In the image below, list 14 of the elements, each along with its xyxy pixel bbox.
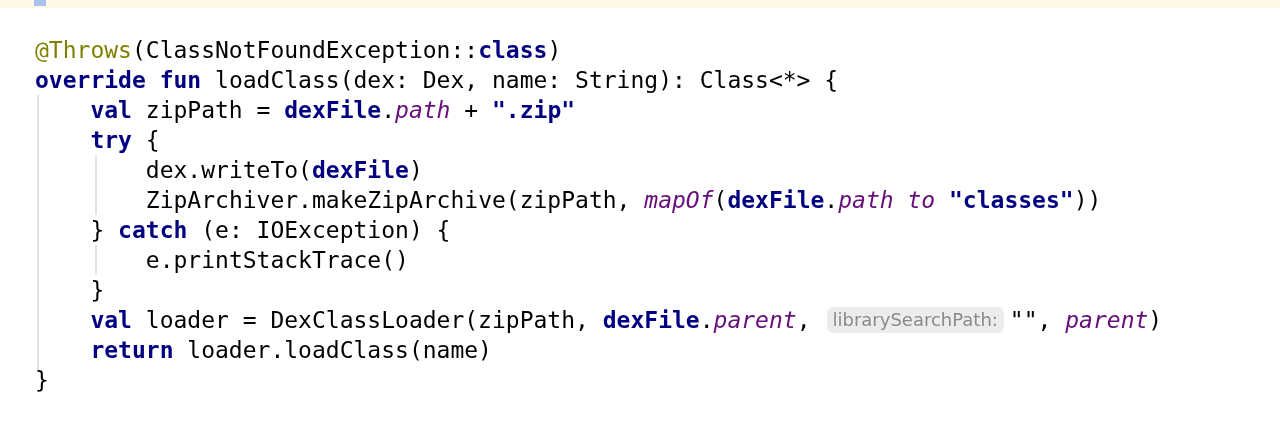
code-line: return loader.loadClass(name) [90,336,492,365]
code-line: try { [90,126,160,155]
code-line: e.printStackTrace() [145,246,409,275]
code-line: } [90,276,105,305]
code-line: } catch (e: IOException) { [90,216,451,245]
code-line: } [35,366,49,395]
code-line: @Throws(ClassNotFoundException::class) [35,36,562,65]
code-line: "", parent) [1009,306,1163,335]
code-line: dex.writeTo(dexFile) [145,156,423,185]
code-line: val loader = DexClassLoader(zipPath, dexFile.parent, [90,306,811,335]
code-line: override fun loadClass(dex: Dex, name: String): Class<*> { [35,66,839,95]
code-line: val zipPath = dexFile.path + ".zip" [90,96,576,125]
parameter-hint: librarySearchPath: [826,307,1004,333]
code-line: ZipArchiver.makeZipArchive(zipPath, mapOf(dexFile.path to "classes")) [145,186,1102,215]
